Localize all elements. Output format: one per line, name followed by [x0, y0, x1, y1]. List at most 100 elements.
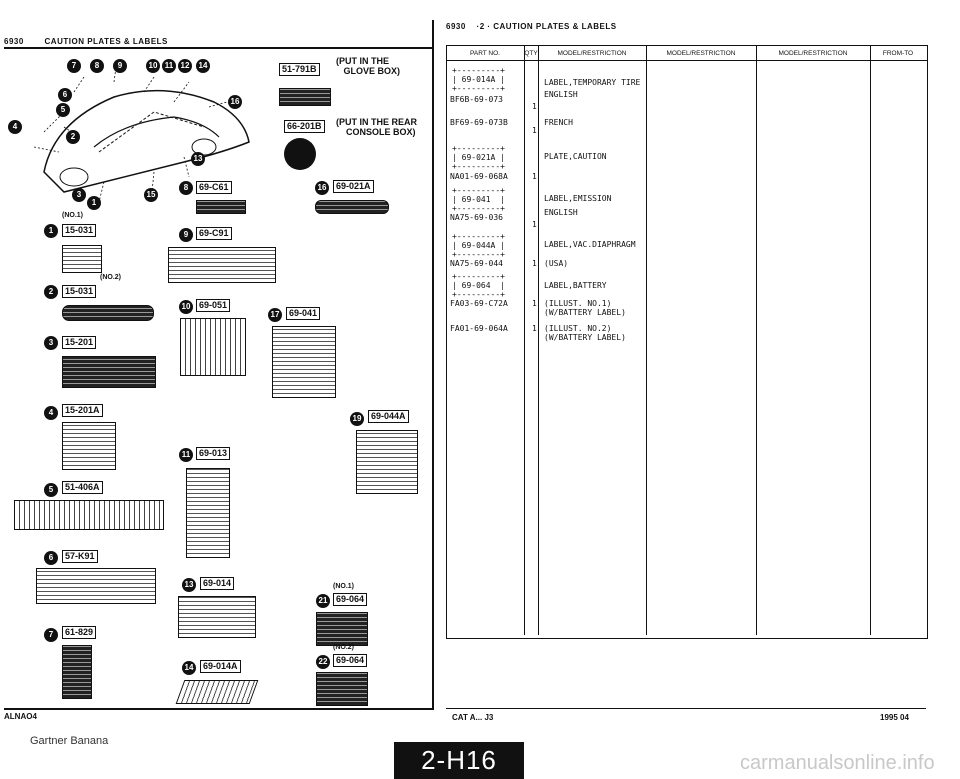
- row-desc: (ILLUST. NO.1): [544, 299, 612, 308]
- row-desc: FRENCH: [544, 118, 573, 127]
- table-row: +---------+: [452, 144, 505, 153]
- plate-13-code: 69-014: [200, 577, 235, 590]
- plate-14-code: 69-014A: [200, 660, 241, 673]
- plate-code-51-791b: 51-791B: [279, 63, 320, 76]
- left-header: 6930 CAUTION PLATES & LABELS: [4, 37, 432, 46]
- callout-16: 16: [228, 95, 242, 109]
- footer-date: 1995 04: [880, 713, 909, 722]
- row-desc: PLATE,CAUTION: [544, 152, 607, 161]
- row-part: NA75-69-036: [450, 213, 503, 222]
- table-row: +---------+: [452, 232, 505, 241]
- callout-3: 3: [72, 188, 86, 202]
- table-row: +---------+: [452, 290, 505, 299]
- row-qty: 1: [532, 299, 537, 308]
- left-header-title: CAUTION PLATES & LABELS: [44, 37, 168, 46]
- plate-11-code: 69-013: [196, 447, 231, 460]
- row-ref: | 69-044A |: [452, 241, 505, 250]
- plate-1-number: 1: [44, 224, 58, 238]
- row-part: FA03-69-C72A: [450, 299, 508, 308]
- callout-7: 7: [67, 59, 81, 73]
- plate-2-tag: (NO.2): [100, 274, 121, 281]
- plate-4-image: [62, 422, 116, 470]
- right-footer-rule: [446, 708, 926, 709]
- row-desc: ENGLISH: [544, 90, 578, 99]
- callout-8: 8: [90, 59, 104, 73]
- right-header-title: ·2 · CAUTION PLATES & LABELS: [476, 22, 617, 31]
- row-part: NA01-69-068A: [450, 172, 508, 181]
- callout-9: 9: [113, 59, 127, 73]
- plate-17-number: 17: [268, 308, 282, 322]
- plate-14-image: [175, 680, 259, 704]
- plate-19-number: 19: [350, 412, 364, 426]
- plate-3-number: 3: [44, 336, 58, 350]
- row-ref: | 69-021A |: [452, 153, 505, 162]
- console-badge-icon: [284, 138, 316, 170]
- table-row: +---------+: [452, 204, 505, 213]
- callout-11: 11: [162, 59, 176, 73]
- plate-13-image: [178, 596, 256, 638]
- row-qty: 1: [532, 324, 537, 333]
- callout-15: 15: [144, 188, 158, 202]
- plate-1-image: [62, 245, 102, 273]
- row-desc: ENGLISH: [544, 208, 578, 217]
- plate-14-number: 14: [182, 661, 196, 675]
- table-header-rule: [446, 60, 927, 61]
- callout-2: 2: [66, 130, 80, 144]
- callout-14: 14: [196, 59, 210, 73]
- plate-17-code: 69-041: [286, 307, 321, 320]
- right-header-code: 6930: [446, 22, 466, 31]
- left-header-code: 6930: [4, 37, 24, 46]
- row-part: NA75-69-044: [450, 259, 503, 268]
- table-row: +---------+: [452, 250, 505, 259]
- footer-cat: CAT A... J3: [452, 713, 494, 722]
- callout-12: 12: [178, 59, 192, 73]
- row-desc: LABEL,TEMPORARY TIRE: [544, 78, 641, 87]
- row-desc: LABEL,EMISSION: [544, 194, 612, 203]
- page-number-badge: 2-H16: [394, 742, 524, 779]
- row-qty: 1: [532, 172, 537, 181]
- plate-22-number: 22: [316, 655, 330, 669]
- plate-51-791b-image: [279, 88, 331, 106]
- parts-table: [446, 45, 928, 639]
- th-part-no: PART NO.: [446, 48, 525, 60]
- table-row: +---------+: [452, 186, 505, 195]
- left-header-rule: [4, 47, 432, 49]
- footer-credit: Gartner Banana: [30, 735, 109, 747]
- plate-3-image: [62, 356, 156, 388]
- plate-21-number: 21: [316, 594, 330, 608]
- plate-11-image: [186, 468, 230, 558]
- table-row: +---------+: [452, 272, 505, 281]
- th-model-3: MODEL/RESTRICTION: [756, 48, 871, 60]
- plate-1-code: 15-031: [62, 224, 97, 237]
- table-row: +---------+: [452, 66, 505, 75]
- plate-4-number: 4: [44, 406, 58, 420]
- plate-19-image: [356, 430, 418, 494]
- plate-2-image: [62, 305, 154, 321]
- table-row: +---------+: [452, 162, 505, 171]
- callout-4: 4: [8, 120, 22, 134]
- plate-9-number: 9: [179, 228, 193, 242]
- plate-1-tag: (NO.1): [62, 212, 83, 219]
- th-qty: QTY: [524, 48, 539, 60]
- callout-13: 13: [191, 152, 205, 166]
- plate-19-code: 69-044A: [368, 410, 409, 423]
- plate-2-number: 2: [44, 285, 58, 299]
- plate-8-code: 69-C61: [196, 181, 232, 194]
- row-desc: (ILLUST. NO.2): [544, 324, 612, 333]
- row-ref: | 69-014A |: [452, 75, 505, 84]
- row-part: BF6B-69-073: [450, 95, 503, 104]
- plate-17-image: [272, 326, 336, 398]
- plate-22-image: [316, 672, 368, 706]
- row-desc: LABEL,VAC.DIAPHRAGM: [544, 240, 636, 249]
- plate-code-66-201b: 66-201B: [284, 120, 325, 133]
- plate-10-image: [180, 318, 246, 376]
- row-part: BF69-69-073B: [450, 118, 508, 127]
- callout-5: 5: [56, 103, 70, 117]
- row-ref: | 69-064 |: [452, 281, 505, 290]
- note-rear-console: (PUT IN THE REAR CONSOLE BOX): [336, 117, 417, 137]
- plate-16-code: 69-021A: [333, 180, 374, 193]
- plate-7-image: [62, 645, 92, 699]
- plate-6-image: [36, 568, 156, 604]
- callout-1: 1: [87, 196, 101, 210]
- plate-8-number: 8: [179, 181, 193, 195]
